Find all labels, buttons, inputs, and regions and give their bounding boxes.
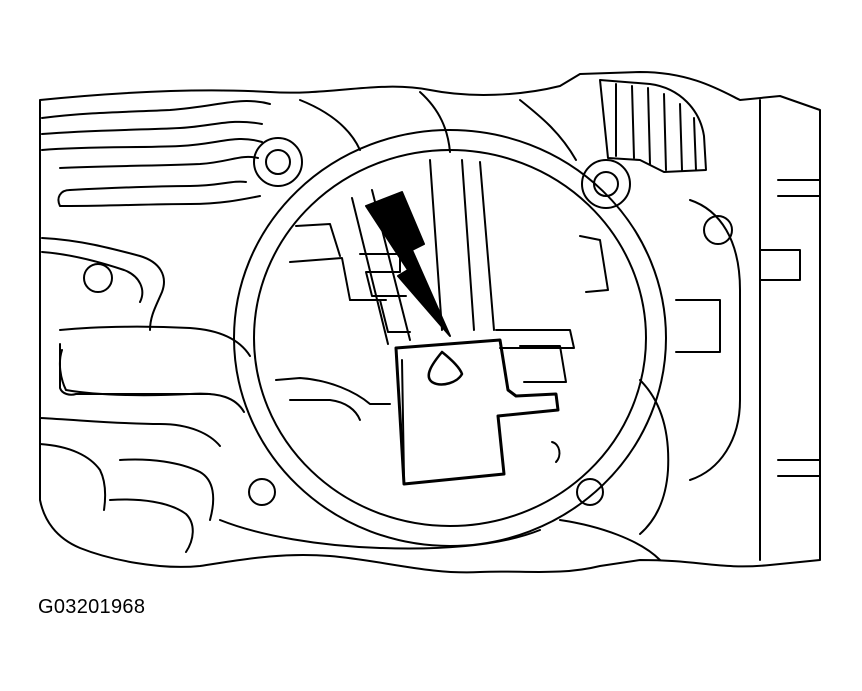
right-notch [759, 249, 801, 281]
channel-mid-3 [59, 325, 251, 357]
hatch-3 [647, 87, 651, 165]
bolt-hole-top-left [265, 149, 291, 175]
channel-mid-2 [41, 251, 144, 303]
channel-top-5 [69, 180, 247, 191]
bolt-hole-left [83, 263, 113, 293]
channel-mid-7 [119, 458, 215, 521]
hatch-2 [631, 85, 635, 159]
bolt-hole-right [703, 215, 733, 245]
channel-rounded-box [57, 189, 71, 207]
casting-outline [39, 71, 821, 574]
channel-top-1 [41, 99, 271, 119]
lower-channel-3 [639, 379, 670, 535]
retainer-plate [394, 338, 560, 486]
channel-mid-6 [39, 443, 107, 511]
upper-right-pocket [599, 79, 707, 173]
channel-mid-1 [41, 237, 165, 331]
inner-ledge-2 [295, 223, 341, 257]
channel-mid-8 [109, 498, 194, 553]
inner-shaft-right-2 [461, 159, 475, 331]
top-channel-3 [519, 99, 577, 161]
bolt-boss-ring-tr [581, 159, 631, 209]
right-channel-2 [675, 299, 721, 353]
bore-inner [253, 149, 647, 527]
bore-outer [233, 129, 667, 547]
channel-left-pocket [59, 343, 211, 396]
inner-pin [551, 441, 561, 463]
bolt-hole-bottom-right [576, 478, 604, 506]
top-channel-2 [419, 91, 451, 153]
lower-channel-1 [219, 519, 541, 550]
bolt-hole-bottom-left [248, 478, 276, 506]
inner-block-right-2 [519, 345, 567, 383]
channel-top-2 [41, 120, 263, 135]
hatch-5 [679, 103, 683, 171]
figure-id-label: G03201968 [38, 596, 146, 618]
hatch-4 [663, 93, 667, 171]
lower-channel-2 [559, 519, 661, 561]
retainer-plate-inner-edge [401, 359, 405, 479]
inner-floor-2 [289, 399, 361, 421]
bolt-boss-ring-tl [253, 137, 303, 187]
inner-block-right [495, 329, 575, 349]
top-channel-1 [299, 99, 361, 151]
retainer-tab-hole [427, 350, 464, 386]
channel-top-6 [69, 195, 261, 207]
arrow-down-right-icon [365, 191, 451, 337]
bolt-hole-top-right [593, 171, 619, 197]
right-channel-1 [689, 199, 741, 481]
channel-mid-5 [39, 417, 221, 447]
inner-block-right-3 [579, 235, 609, 293]
inner-step-2 [349, 299, 411, 333]
channel-top-4 [59, 155, 259, 169]
inner-floor [275, 377, 391, 405]
inner-shaft-right-3 [479, 161, 495, 331]
inner-shaft-right-1 [429, 159, 443, 331]
hatch-6 [693, 117, 697, 171]
channel-top-3 [41, 137, 263, 151]
inner-step-1 [359, 253, 407, 297]
channel-mid-4 [58, 349, 245, 413]
